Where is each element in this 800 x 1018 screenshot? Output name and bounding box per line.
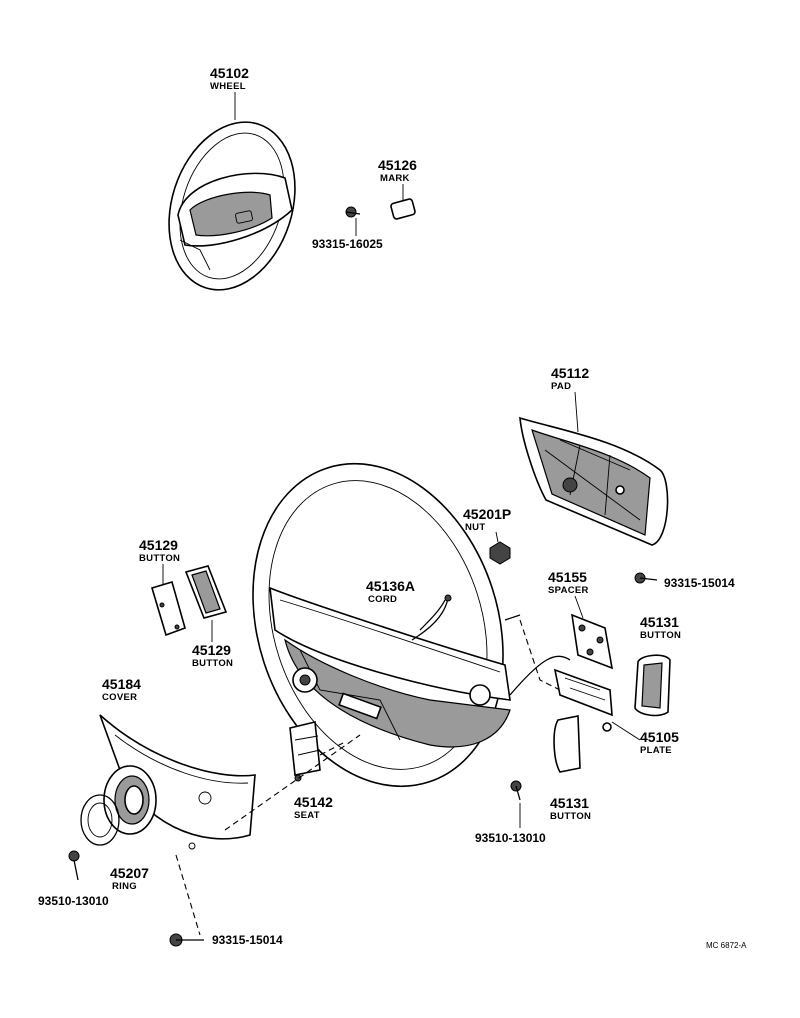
label-wheel-number: 45102 (210, 65, 249, 81)
button-part (151, 581, 186, 637)
seat-part (289, 721, 321, 782)
screw-icon (510, 780, 522, 801)
label-pad-number: 45112 (551, 365, 589, 381)
label-spacer-number: 45155 (548, 569, 587, 585)
label-button-left-b-number: 45129 (192, 642, 231, 658)
label-seat-name: SEAT (294, 810, 320, 821)
label-button-left-a-number: 45129 (139, 537, 178, 553)
plate-part (553, 668, 613, 732)
label-mark-name: MARK (380, 173, 410, 184)
label-screw-right-code: 93315-15014 (664, 576, 735, 590)
button-part (553, 715, 581, 773)
spacer-part (571, 613, 614, 670)
label-button-right-b-name: BUTTON (550, 811, 591, 822)
label-button-left-b-name: BUTTON (192, 658, 233, 669)
hub-part (103, 765, 157, 835)
screw-icon (345, 206, 361, 218)
label-screw-bottom-code: 93315-15014 (212, 933, 283, 947)
button-part (634, 654, 671, 717)
label-nut-name: NUT (465, 522, 485, 533)
label-cord-number: 45136A (366, 578, 415, 594)
label-spacer-name: SPACER (548, 585, 589, 596)
label-ring-name: RING (112, 881, 137, 892)
label-button-right-a-number: 45131 (640, 614, 679, 630)
label-cover-number: 45184 (102, 676, 141, 692)
label-nut-number: 45201P (463, 506, 511, 522)
ring-part (80, 794, 120, 846)
label-cover-name: COVER (102, 692, 137, 703)
cord-part (411, 594, 452, 641)
label-plate-name: PLATE (640, 745, 672, 756)
label-seat-number: 45142 (294, 794, 333, 810)
steering-wheel-main (252, 462, 511, 788)
steering-wheel-top (168, 121, 296, 291)
label-pad-name: PAD (551, 381, 571, 392)
label-wheel-name: WHEEL (210, 81, 246, 92)
label-mark-number: 45126 (378, 157, 417, 173)
label-screw-mark-code: 93315-16025 (312, 237, 383, 251)
button-part (184, 565, 228, 619)
label-screw-mid-code: 93510-13010 (475, 831, 546, 845)
label-plate-number: 45105 (640, 729, 679, 745)
label-button-left-a-name: BUTTON (139, 553, 180, 564)
diagram-reference: MC 6872-A (706, 941, 747, 950)
mark-part (390, 198, 416, 220)
screw-icon (634, 572, 658, 584)
pad-part (519, 416, 669, 546)
label-ring-number: 45207 (110, 865, 149, 881)
label-screw-left-code: 93510-13010 (38, 894, 109, 908)
label-button-right-b-number: 45131 (550, 795, 589, 811)
label-cord-name: CORD (368, 594, 397, 605)
screw-icon (68, 850, 80, 881)
nut-icon (489, 541, 511, 565)
screw-icon (169, 933, 204, 947)
label-button-right-a-name: BUTTON (640, 630, 681, 641)
